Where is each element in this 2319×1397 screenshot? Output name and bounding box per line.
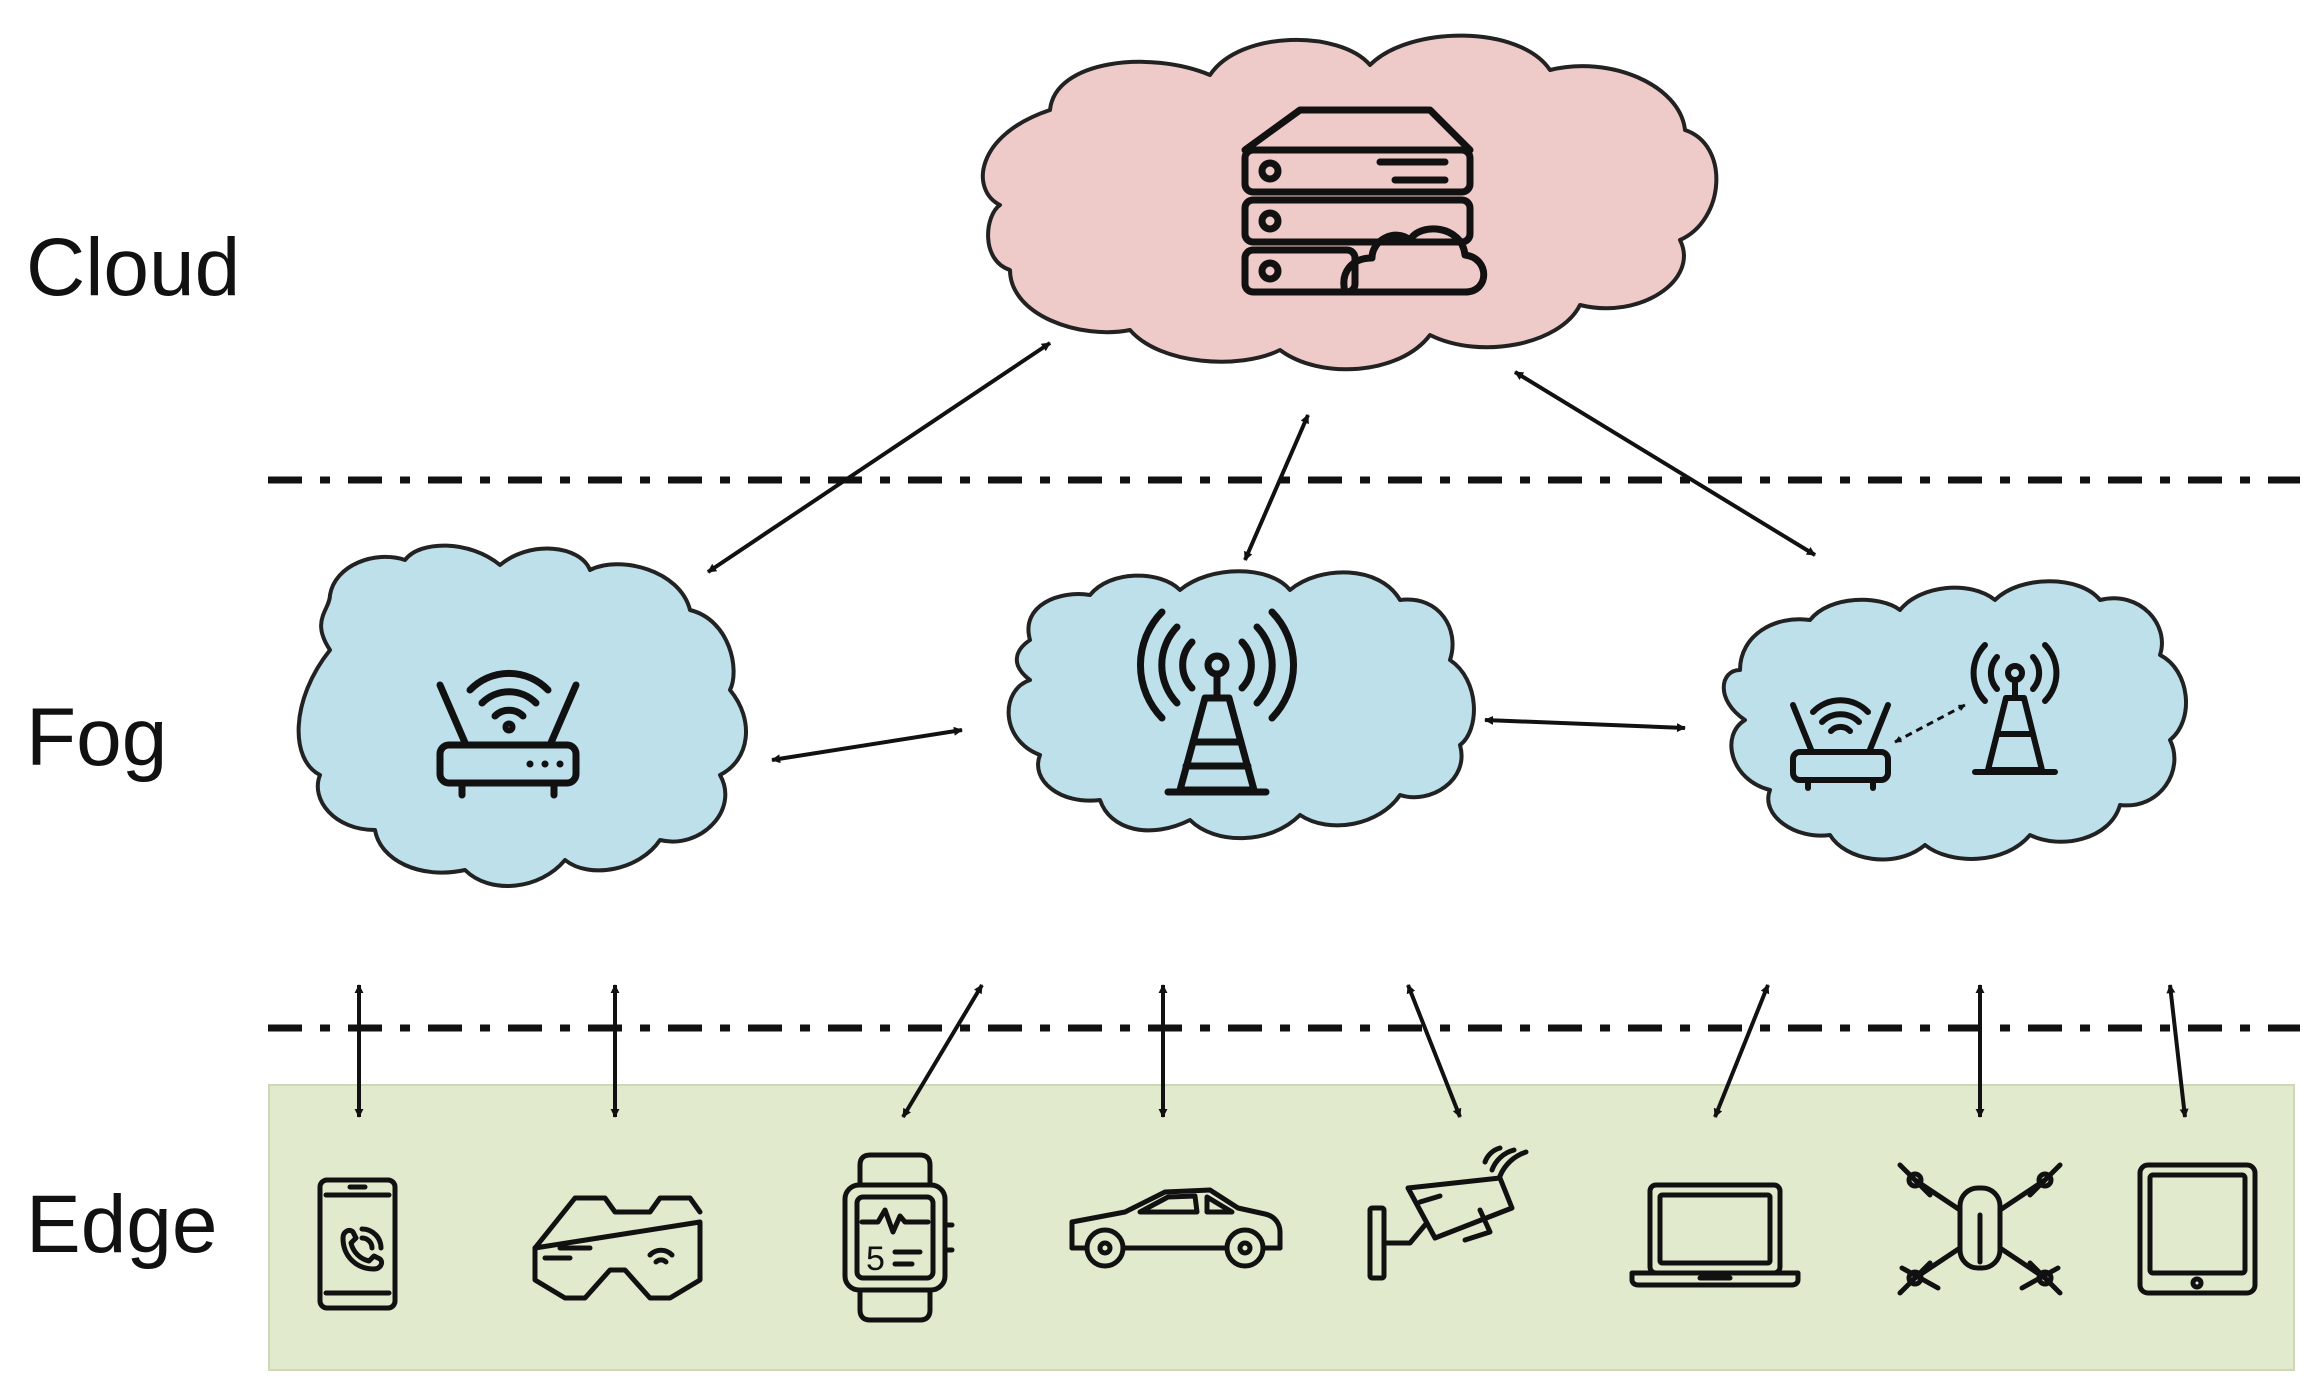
fog-node-tower bbox=[1006, 569, 1476, 841]
fog-tier-label: Fog bbox=[26, 692, 167, 783]
wifi-router-icon bbox=[436, 669, 580, 799]
cloud-fog-links bbox=[706, 341, 1817, 574]
server-cloud-icon bbox=[1241, 106, 1488, 296]
cloud-node bbox=[980, 33, 1719, 372]
cloud-tier-label: Cloud bbox=[26, 222, 240, 313]
router-and-tower-icon bbox=[1790, 642, 2060, 791]
car-icon bbox=[1069, 1187, 1283, 1269]
link-edge-5 bbox=[1406, 984, 1462, 1118]
security-camera-icon bbox=[1367, 1145, 1529, 1281]
laptop-icon bbox=[1629, 1182, 1801, 1288]
link-edge-3 bbox=[901, 983, 984, 1119]
fog-fog-links bbox=[771, 715, 1686, 764]
svg-text:5: 5 bbox=[866, 1240, 885, 1278]
link-router-tower bbox=[771, 726, 963, 764]
link-cloud-router bbox=[706, 341, 1052, 574]
fog-node-combo-shape bbox=[1721, 579, 2188, 862]
smart-glasses-icon bbox=[532, 1195, 703, 1301]
edge-tier-label: Edge bbox=[26, 1179, 218, 1270]
combo-link-arrow bbox=[1894, 703, 1966, 744]
smartwatch-icon: 5 bbox=[842, 1152, 955, 1323]
smartphone-icon bbox=[317, 1177, 398, 1311]
fog-edge-links bbox=[354, 983, 2189, 1119]
drone-icon bbox=[1897, 1162, 2063, 1296]
fog-node-router bbox=[296, 543, 748, 888]
link-edge-8 bbox=[2166, 984, 2189, 1118]
fog-node-tower-shape bbox=[1006, 569, 1476, 841]
link-tower-combo bbox=[1484, 715, 1686, 733]
cell-tower-icon bbox=[1137, 608, 1297, 796]
link-cloud-combo bbox=[1513, 370, 1817, 557]
fog-node-combo bbox=[1721, 579, 2188, 862]
tablet-icon bbox=[2137, 1162, 2258, 1296]
link-edge-6 bbox=[1713, 984, 1770, 1118]
link-cloud-tower bbox=[1243, 414, 1310, 561]
